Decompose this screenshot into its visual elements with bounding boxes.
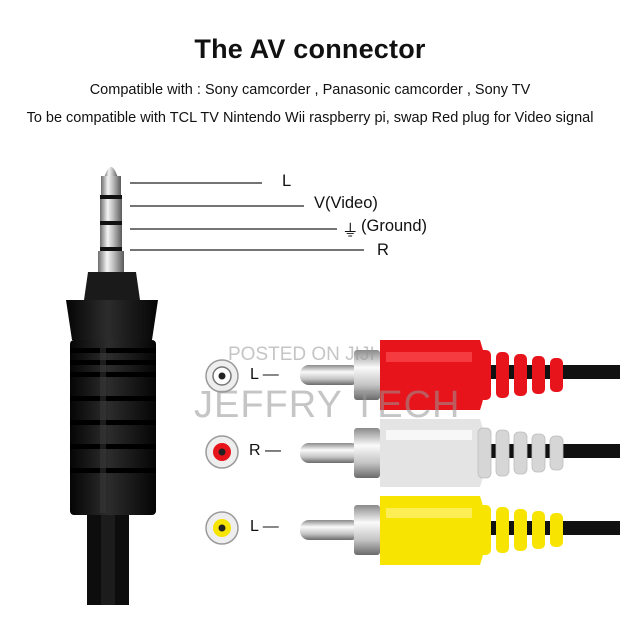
jack-leader-lines <box>130 182 364 251</box>
rca-plug-red <box>300 340 620 410</box>
socket-white <box>205 359 239 393</box>
rca-label-top: L — <box>250 366 279 383</box>
socket-yellow <box>205 511 239 545</box>
jack-cable <box>87 515 129 605</box>
rca-plug-white <box>300 419 620 487</box>
socket-red <box>205 435 239 469</box>
jack-label-video: V(Video) <box>314 194 378 212</box>
page-title: The AV connector <box>194 34 426 64</box>
jack-label-left: L <box>282 172 292 190</box>
jack-label-ground: (Ground) <box>361 217 428 235</box>
jack-label-right: R <box>377 241 389 259</box>
rca-plug-yellow <box>300 496 620 565</box>
rca-label-bottom: L — <box>250 518 279 535</box>
rca-label-middle: R — <box>249 442 281 459</box>
compatibility-note: To be compatible with TCL TV Nintendo Wi… <box>26 110 594 126</box>
compatibility-text: Compatible with : Sony camcorder , Panas… <box>89 82 531 98</box>
jack-tip <box>98 167 124 272</box>
ground-icon: ⏚ <box>342 222 359 240</box>
jack-body <box>66 272 158 515</box>
